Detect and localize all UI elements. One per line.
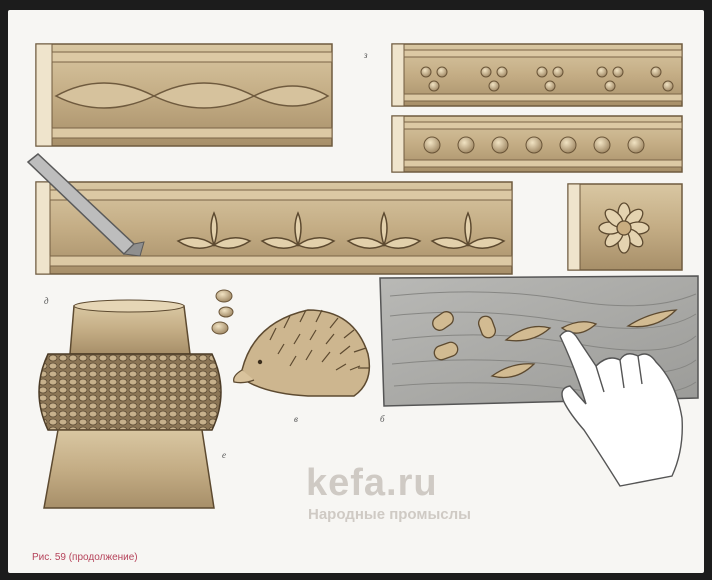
illustration-page: з д е в б kefa.ru Народные промыслы Рис.… [8, 10, 704, 573]
watermark-logo: kefa.ru [306, 462, 438, 505]
label-b: б [380, 414, 385, 424]
flower-tile [568, 184, 682, 270]
label-v: в [294, 414, 298, 424]
watermark-subtitle: Народные промыслы [308, 506, 471, 523]
label-d: д [44, 296, 49, 306]
molding-bead-triplets [392, 44, 682, 106]
molding-ovals [36, 44, 332, 146]
molding-bead-row [392, 116, 682, 172]
wood-board [380, 276, 698, 486]
label-z: з [364, 50, 368, 60]
hedgehog-figure [212, 290, 370, 396]
label-e: е [222, 450, 226, 460]
woven-vase [39, 300, 221, 508]
figure-caption: Рис. 59 (продолжение) [32, 552, 138, 563]
